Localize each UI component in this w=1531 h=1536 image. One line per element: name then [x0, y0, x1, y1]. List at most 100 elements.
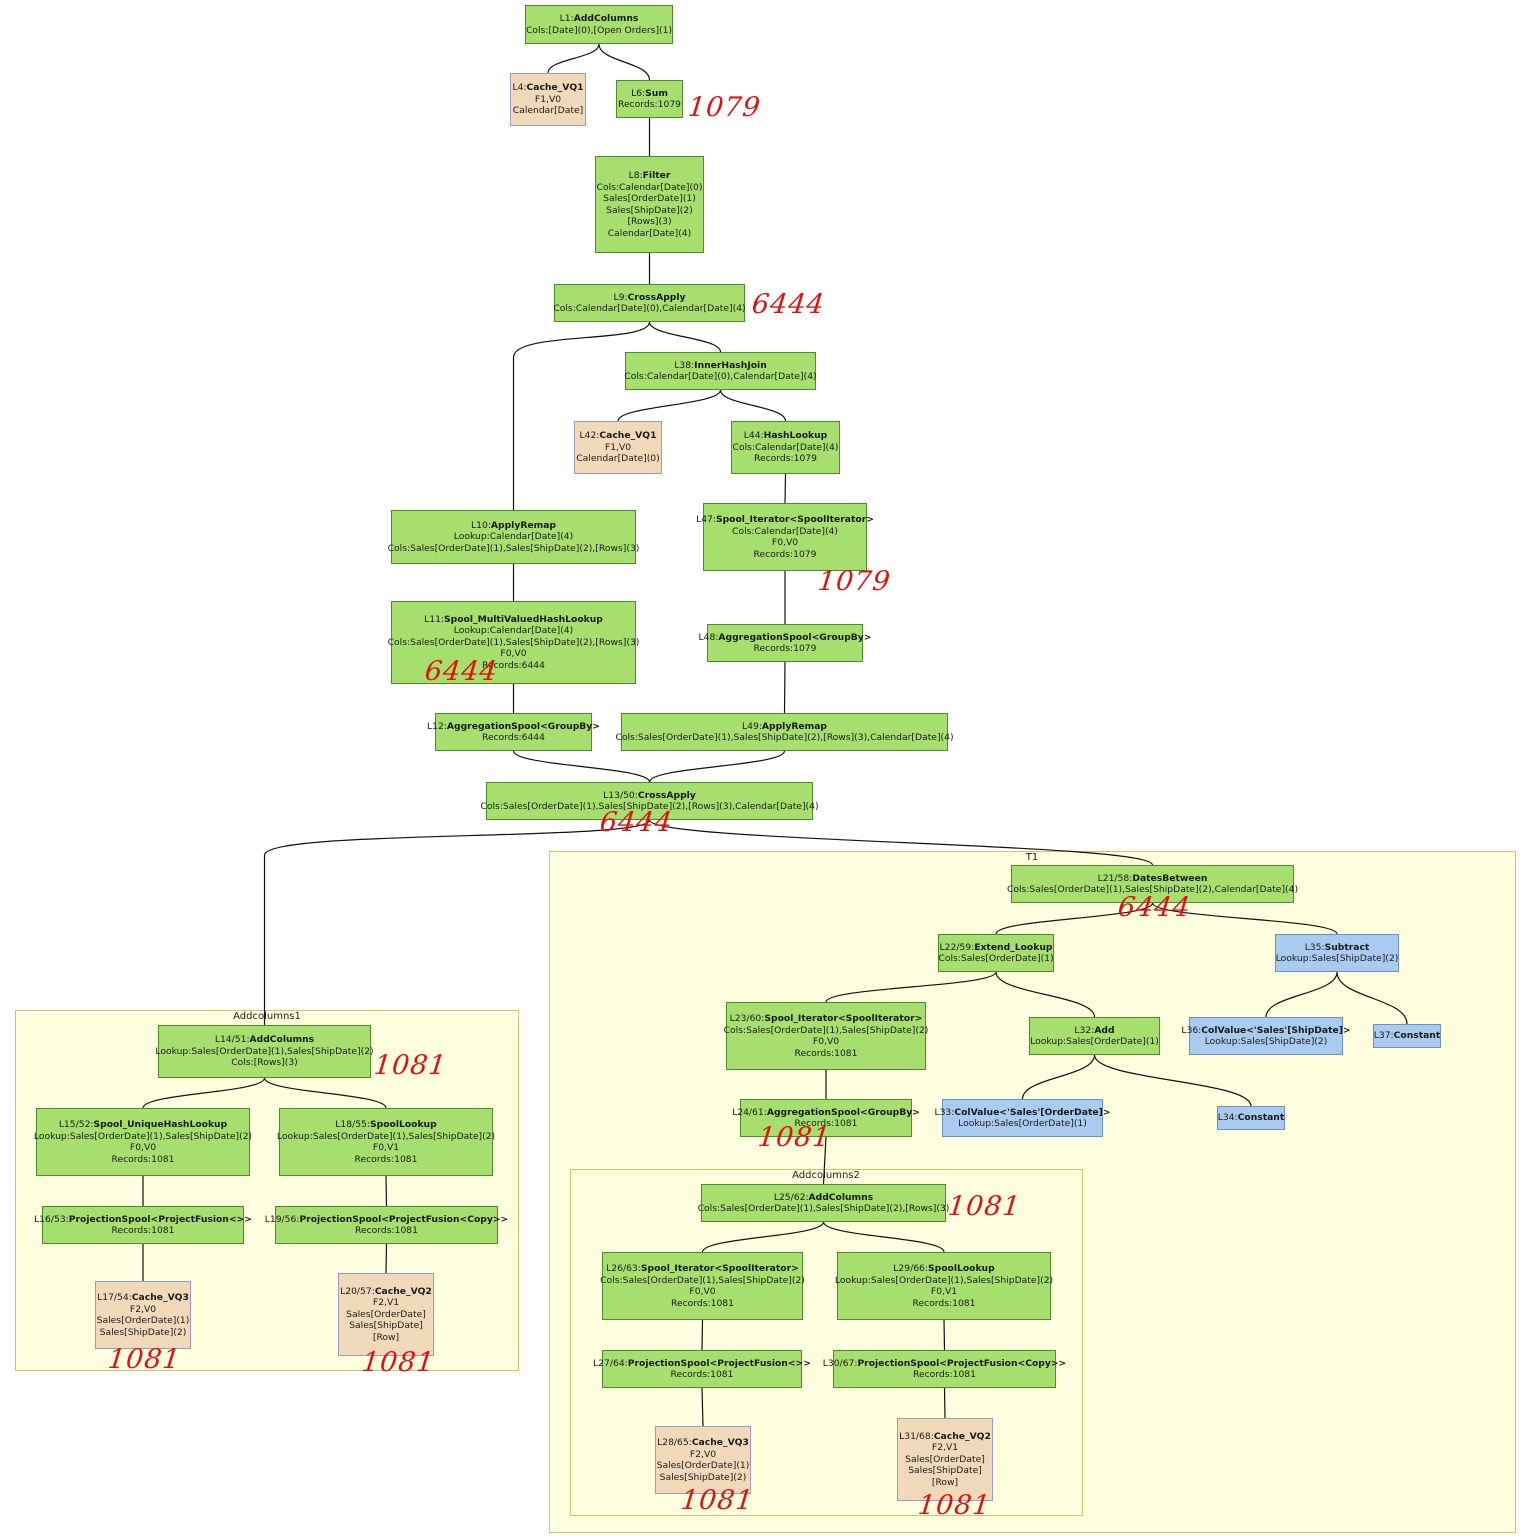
node-id: L36: [1181, 1024, 1202, 1036]
node-id: L49: [742, 720, 762, 732]
node-detail: Cols:Calendar[Date](4) [732, 525, 838, 537]
node-operator: ProjectionSpool<ProjectFusion<Copy>> [299, 1213, 509, 1225]
node-detail: Records:1081 [794, 1047, 858, 1059]
handwritten-annotation: 1081 [756, 1122, 833, 1153]
node-operator: Add [1094, 1024, 1115, 1036]
node-detail: Lookup:Sales[ShipDate](2) [1204, 1036, 1328, 1047]
node-header: L12:AggregationSpool<GroupBy> [427, 721, 600, 733]
plan-node-n30[interactable]: L30/67:ProjectionSpool<ProjectFusion<Cop… [823, 1350, 1066, 1388]
plan-node-n27[interactable]: L27/64:ProjectionSpool<ProjectFusion<>>R… [593, 1350, 811, 1388]
node-detail: Lookup:Sales[OrderDate](1),Sales[ShipDat… [33, 1130, 253, 1142]
edge-n35-n36 [1265, 971, 1338, 1018]
edge-n19-n20 [385, 1243, 388, 1274]
node-detail: Records:1081 [670, 1297, 734, 1309]
node-detail: Cols:Sales[OrderDate](1),Sales[ShipDate]… [1006, 884, 1299, 895]
node-detail: Cols:Sales[OrderDate](1),Sales[ShipDate]… [387, 542, 640, 554]
node-header: L35:Subtract [1305, 942, 1370, 954]
node-detail: Lookup:Sales[OrderDate](1),Sales[ShipDat… [155, 1045, 374, 1057]
plan-node-n19[interactable]: L19/56:ProjectionSpool<ProjectFusion<Cop… [265, 1206, 508, 1244]
node-header: L31/68:Cache_VQ2 [899, 1431, 991, 1443]
node-detail: F0,V1 [930, 1286, 958, 1297]
node-header: L26/63:Spool_Iterator<SpoolIterator> [606, 1263, 799, 1275]
handwritten-annotation: 1079 [816, 566, 893, 597]
plan-node-n37[interactable]: L37:Constant [1373, 1024, 1441, 1048]
node-detail: [Row] [372, 1331, 400, 1343]
node-operator: InnerHashJoin [694, 359, 767, 371]
handwritten-annotation: 1081 [372, 1050, 449, 1081]
edge-n44-n47 [784, 473, 787, 504]
edge-n1-n6 [598, 43, 651, 81]
edge-n25-n29 [822, 1221, 945, 1253]
plan-node-n26[interactable]: L26/63:Spool_Iterator<SpoolIterator>Cols… [600, 1252, 805, 1320]
node-operator: ApplyRemap [761, 720, 827, 732]
node-detail: Sales[OrderDate] [905, 1453, 985, 1465]
node-detail: Records:1081 [354, 1225, 418, 1236]
node-header: L13/50:CrossApply [603, 790, 696, 802]
node-operator: HashLookup [763, 430, 828, 442]
node-operator: SpoolLookup [928, 1263, 995, 1274]
node-id: L47: [696, 514, 716, 525]
edge-n30-n31 [943, 1387, 946, 1419]
node-id: L10: [471, 519, 491, 531]
node-id: L9: [613, 291, 628, 303]
edge-n9-n10 [512, 321, 651, 510]
node-id: L28/65: [657, 1437, 692, 1448]
node-detail: Records:1081 [794, 1118, 858, 1129]
plan-node-n33[interactable]: L33:ColValue<'Sales'[OrderDate]>Lookup:S… [934, 1099, 1111, 1137]
node-id: L6: [631, 87, 646, 99]
node-id: L35: [1304, 941, 1325, 953]
node-id: L33: [934, 1106, 955, 1118]
node-detail: Lookup:Sales[OrderDate](1) [958, 1118, 1087, 1129]
node-detail: Sales[ShipDate](2) [606, 204, 693, 216]
node-operator: SpoolLookup [370, 1119, 437, 1130]
node-id: L16/53: [34, 1213, 69, 1225]
plan-node-n24[interactable]: L24/61:AggregationSpool<GroupBy>Records:… [732, 1099, 920, 1137]
node-header: L21/58:DatesBetween [1098, 873, 1208, 885]
plan-node-n12[interactable]: L12:AggregationSpool<GroupBy>Records:644… [427, 713, 600, 751]
plan-node-n48[interactable]: L48:AggregationSpool<GroupBy>Records:107… [699, 624, 871, 662]
plan-node-n47[interactable]: L47:Spool_Iterator<SpoolIterator>Cols:Ca… [696, 503, 874, 571]
node-operator: CrossApply [637, 789, 696, 801]
plan-node-n23[interactable]: L23/60:Spool_Iterator<SpoolIterator>Cols… [724, 1002, 928, 1070]
node-id: L38: [674, 359, 695, 371]
edge-n12-n13 [512, 750, 651, 783]
node-header: L32:Add [1074, 1025, 1114, 1037]
node-detail: Sales[OrderDate](1) [96, 1315, 190, 1326]
node-header: L10:ApplyRemap [471, 520, 556, 532]
node-id: L31/68: [899, 1430, 934, 1442]
node-operator: Cache_VQ2 [374, 1285, 432, 1297]
node-detail: F1,V0 [604, 441, 632, 453]
edge-n24-n25 [822, 1136, 827, 1185]
node-header: L44:HashLookup [744, 430, 828, 442]
plan-node-n16[interactable]: L16/53:ProjectionSpool<ProjectFusion<>>R… [34, 1206, 252, 1244]
plan-node-n34[interactable]: L34:Constant [1217, 1106, 1285, 1130]
plan-node-n36[interactable]: L36:ColValue<'Sales'[ShipDate]>Lookup:Sa… [1181, 1017, 1351, 1055]
edge-n22-n23 [825, 971, 997, 1003]
node-header: L15/52:Spool_UniqueHashLookup [59, 1119, 227, 1131]
